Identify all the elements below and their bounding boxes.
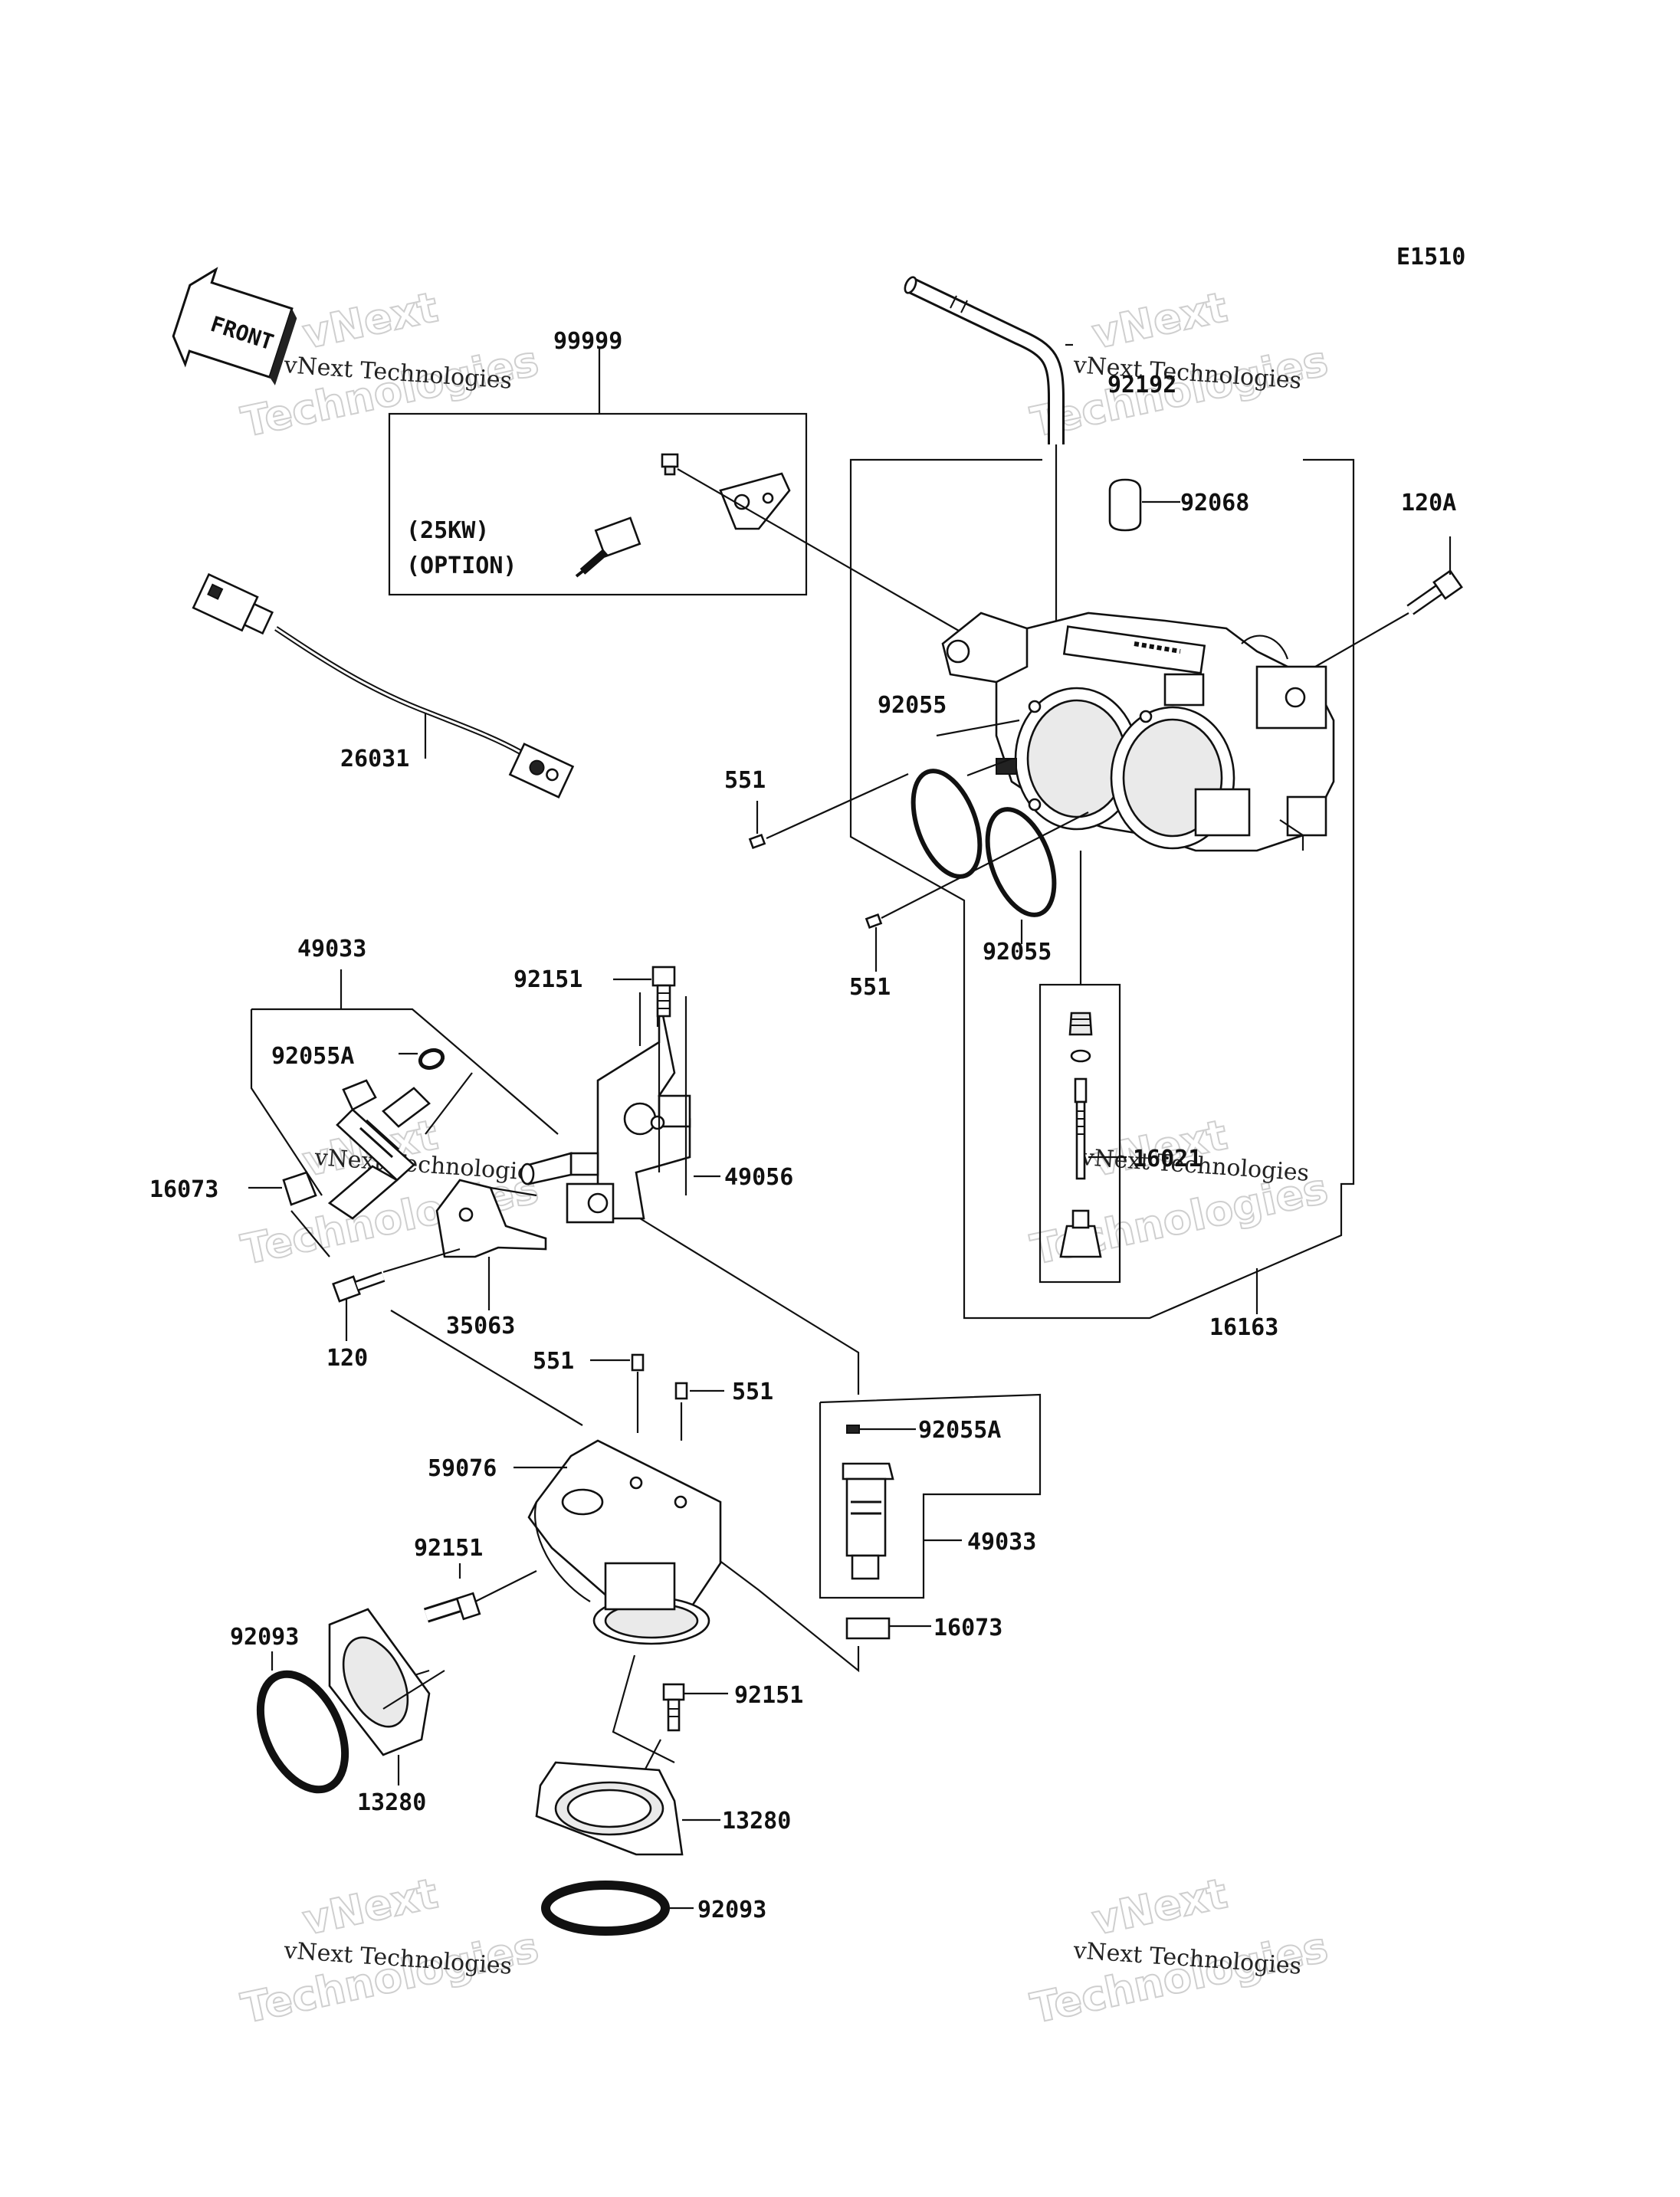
label-92192: 92192 bbox=[1107, 372, 1176, 398]
pin-551-b-icon bbox=[865, 913, 883, 930]
gasket-92093-bottom-icon bbox=[541, 1881, 670, 1936]
grommet-16073-upper-icon bbox=[282, 1171, 317, 1206]
watermark-top-right: vNext Technologies vNext Technologies bbox=[1026, 282, 1333, 448]
label-16073-upper: 16073 bbox=[149, 1176, 218, 1203]
watermark-bottom-left: vNext Technologies vNext Technologies bbox=[237, 1868, 543, 2034]
kit-bolt-icon bbox=[661, 453, 679, 476]
o-ring-92055A-upper-icon bbox=[418, 1048, 445, 1071]
label-551-upper: 551 bbox=[724, 767, 766, 794]
label-16021: 16021 bbox=[1133, 1146, 1202, 1172]
pin-551-c-icon bbox=[631, 1353, 645, 1372]
label-92151-left: 92151 bbox=[414, 1535, 483, 1562]
label-92093-bottom: 92093 bbox=[697, 1897, 766, 1923]
label-551-mid-right: 551 bbox=[732, 1379, 773, 1405]
label-120A: 120A bbox=[1401, 490, 1456, 516]
label-120: 120 bbox=[326, 1345, 368, 1372]
pin-551-d-icon bbox=[674, 1382, 688, 1400]
label-92068: 92068 bbox=[1180, 490, 1249, 516]
watermark-bottom-right: vNext Technologies vNext Technologies bbox=[1026, 1868, 1333, 2034]
screw-120A-icon bbox=[1294, 536, 1463, 679]
cap-92068-icon bbox=[1108, 478, 1142, 532]
assembly-16163-frame bbox=[849, 458, 1355, 1320]
label-49033-lower: 49033 bbox=[967, 1529, 1036, 1556]
injector-49033-upper bbox=[250, 969, 559, 1220]
label-551-lower: 551 bbox=[849, 974, 891, 1001]
svg-text:vNext: vNext bbox=[299, 283, 442, 359]
label-16163: 16163 bbox=[1209, 1314, 1278, 1341]
o-ring-92055A-lower-icon bbox=[846, 1425, 860, 1434]
fuel-pipe-49056 bbox=[520, 992, 860, 1395]
label-16073-lower: 16073 bbox=[934, 1615, 1002, 1641]
kit-sensor-icon bbox=[575, 516, 641, 578]
label-13280-right: 13280 bbox=[722, 1808, 791, 1835]
label-99999: 99999 bbox=[553, 328, 622, 355]
kit-99999: (25KW) (OPTION) bbox=[388, 349, 1035, 675]
bolt-92151-left-icon bbox=[379, 1563, 537, 1687]
label-92151-upper: 92151 bbox=[514, 966, 582, 993]
label-92055A-upper: 92055A bbox=[271, 1043, 354, 1070]
idle-screw-16021 bbox=[1039, 851, 1127, 1284]
o-ring-92055-b-icon bbox=[985, 807, 1057, 917]
label-26031: 26031 bbox=[340, 746, 409, 772]
injector-49033-lower bbox=[819, 1393, 1042, 1599]
gasket-92093-left-icon bbox=[256, 1670, 349, 1794]
svg-text:vNext: vNext bbox=[1088, 1869, 1232, 1945]
diagram-code: E1510 bbox=[1396, 244, 1465, 271]
label-92093-left: 92093 bbox=[230, 1624, 299, 1651]
label-49056: 49056 bbox=[724, 1164, 793, 1191]
throttle-body-icon bbox=[941, 612, 1335, 852]
front-arrow-icon: FRONT bbox=[172, 267, 297, 385]
label-92055-upper: 92055 bbox=[878, 692, 947, 719]
grommet-16073-lower-icon bbox=[845, 1617, 891, 1640]
option-text-option: (OPTION) bbox=[406, 553, 517, 579]
bracket-35063-icon bbox=[435, 1179, 547, 1310]
o-ring-92055-a-icon bbox=[911, 769, 983, 879]
kit-bracket-icon bbox=[719, 472, 791, 530]
svg-text:vNext: vNext bbox=[1088, 283, 1232, 359]
label-13280-left: 13280 bbox=[357, 1789, 426, 1816]
wire-harness-26031 bbox=[192, 572, 575, 799]
svg-text:vNext: vNext bbox=[299, 1869, 442, 1945]
intake-housing-59076-icon bbox=[514, 1439, 722, 1645]
watermark-mid-left: vNext Technologies vNext Technologies bbox=[237, 1110, 544, 1275]
label-59076: 59076 bbox=[428, 1455, 497, 1482]
flange-13280-left-icon bbox=[328, 1608, 445, 1785]
pin-551-a-icon bbox=[748, 833, 766, 850]
flange-13280-lower-icon bbox=[535, 1654, 720, 1856]
label-49033-upper: 49033 bbox=[297, 936, 366, 962]
label-92055-lower: 92055 bbox=[983, 939, 1052, 966]
option-text-25kw: (25KW) bbox=[406, 517, 489, 544]
label-92055A-lower: 92055A bbox=[918, 1417, 1001, 1444]
bolt-120-icon bbox=[332, 1248, 583, 1426]
part-labels: 99999 92192 92068 120A 26031 92055 551 9… bbox=[149, 328, 1456, 1923]
vacuum-hose-92192 bbox=[904, 276, 1073, 644]
label-35063: 35063 bbox=[446, 1313, 515, 1340]
label-551-mid-left: 551 bbox=[533, 1348, 574, 1375]
bolt-92151-upper-icon bbox=[613, 966, 676, 1018]
label-92151-lower: 92151 bbox=[734, 1682, 803, 1709]
